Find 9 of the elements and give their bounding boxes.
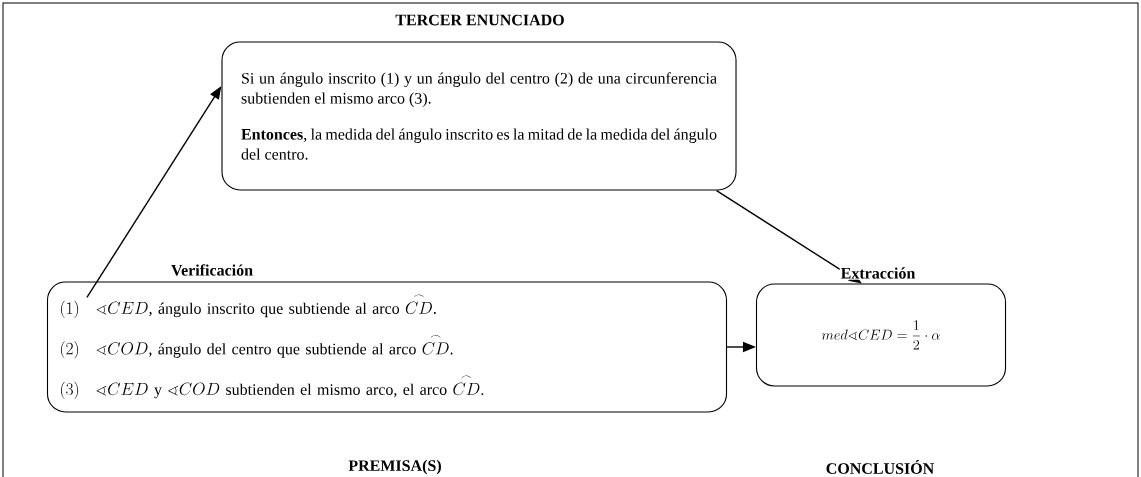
rounded-box: Si un ángulo inscrito (1) y un ángulo del centro (2) de una circunferencia subtienden el mismo arco (3). Entonces, la medida del ángulo inscrito es la mitad de la medida del ángulo del centro.: [221, 41, 737, 191]
heading: TERCER ENUNCIADO: [395, 14, 564, 26]
arrow: [86, 86, 222, 299]
heading: PREMISA(S): [348, 459, 441, 475]
edge-label: Verificación: [170, 263, 255, 277]
rounded-box: $(1)\quad\sphericalangle CED\text{, ángulo inscrito que subtiende al arco }\overset{\frown}{CD}\text{.}$ $(2)\quad\sphericalangle COD\text{, ángulo del centro que subtiende al arco }\overset{\frown}{CD}\text{.}$ $(3)\quad\sphericalangle CED\text{ y }\sphericalangle COD\text{ subtienden el mismo arco, el arco }\overset{\frown}{CD}\text{.}$: [46, 281, 728, 413]
heading: CONCLUSIÓN: [826, 460, 934, 474]
rounded-box: $med\sphericalangle CED=\dfrac{1}{2}\cdot\alpha$: [755, 283, 1007, 387]
edge-label: Extracción: [839, 266, 917, 280]
